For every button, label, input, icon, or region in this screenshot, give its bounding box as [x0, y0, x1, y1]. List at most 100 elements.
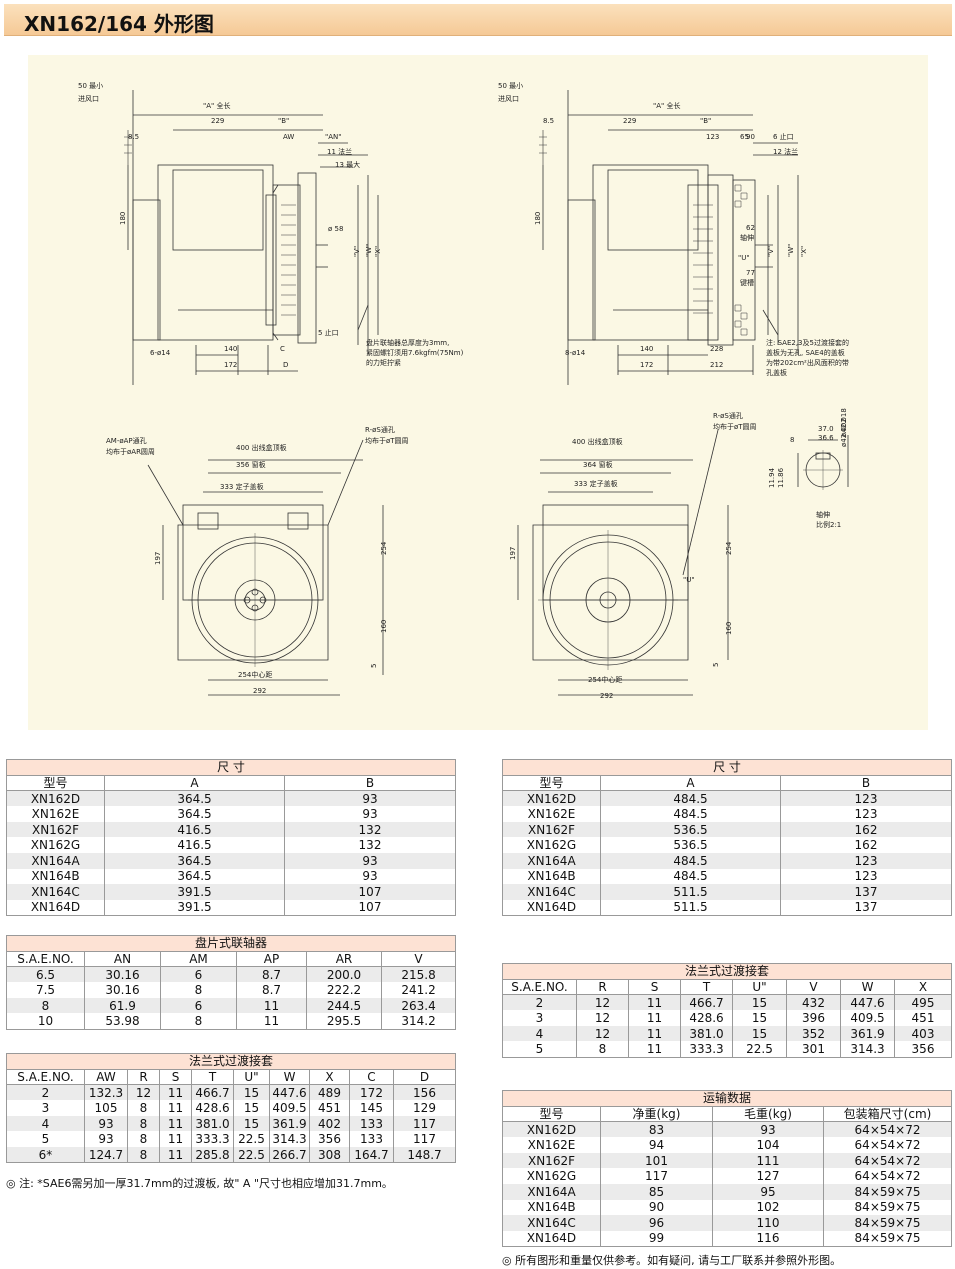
- disc-header-cell: AR: [306, 951, 382, 968]
- flange-right-cell: 2: [502, 994, 577, 1011]
- shipping-header-cell: 净重(kg): [600, 1106, 713, 1123]
- flange-left-cell: 11: [159, 1115, 192, 1132]
- front-left-label: AM-øAP通孔: [106, 436, 147, 445]
- left-view-label: AW: [283, 133, 294, 141]
- shipping-header-cell: 型号: [502, 1106, 601, 1123]
- front-left-label: 254: [380, 541, 388, 555]
- flange-right-header-cell: X: [893, 979, 953, 996]
- dims-left-cell: 364.5: [104, 806, 285, 822]
- flange-left-header-cell: S: [159, 1069, 192, 1086]
- dims-right-cell: 484.5: [600, 868, 781, 885]
- right-view-label: 8-ø14: [565, 349, 586, 357]
- front-right-label: R-øS通孔: [713, 411, 743, 420]
- shipping-cell: 127: [712, 1168, 824, 1185]
- flange-right-header-cell: R: [576, 979, 629, 996]
- front-left-label: 均布于øT圆周: [365, 436, 409, 445]
- dims-right-cell: 484.5: [600, 806, 781, 822]
- right-view-label: 229: [623, 117, 636, 125]
- dims-right-cell: 123: [780, 868, 952, 885]
- dims-left-header-cell: B: [284, 775, 456, 792]
- front-right-label: 400 出线盒顶板: [572, 437, 623, 446]
- right-view-label: 172: [640, 361, 653, 369]
- dims-left-cell: 107: [284, 884, 456, 900]
- flange-right-header-cell: S: [628, 979, 681, 996]
- flange-right-cell: 314.3: [840, 1041, 895, 1058]
- right-view-label: 77: [746, 269, 755, 277]
- disc-header-cell: S.A.E.NO.: [6, 951, 85, 968]
- flange-right-header-cell: S.A.E.NO.: [502, 979, 577, 996]
- disc-cell: 244.5: [306, 997, 382, 1014]
- flange-right-cell: 11: [628, 1025, 681, 1042]
- disc-cell: 263.4: [380, 997, 457, 1014]
- dims-right-header-cell: B: [780, 775, 952, 792]
- left-view-label: 13 最大: [335, 160, 360, 169]
- dims-left-header-cell: A: [104, 775, 285, 792]
- disc-cell: 11: [236, 997, 307, 1014]
- flange-left-cell: 11: [159, 1084, 192, 1101]
- flange-left-cell: 133: [349, 1115, 394, 1132]
- flange-right-header-cell: W: [840, 979, 895, 996]
- flange-left-cell: 314.3: [269, 1131, 310, 1148]
- dims-left-cell: XN164A: [6, 853, 105, 869]
- dims-right-cell: XN164A: [502, 853, 601, 869]
- shipping-cell: 101: [600, 1152, 713, 1169]
- flange-left-cell: 4: [6, 1115, 85, 1132]
- flange-left-cell: 8: [127, 1115, 160, 1132]
- front-right-label: 197: [509, 547, 517, 560]
- dims-right-cell: 536.5: [600, 821, 781, 838]
- shipping-cell: 102: [712, 1199, 824, 1216]
- flange-left-header-cell: T: [191, 1069, 234, 1086]
- shipping-cell: 64×54×72: [822, 1168, 953, 1185]
- flange-left-cell: 381.0: [191, 1115, 234, 1132]
- shipping-cell: 84×59×75: [822, 1215, 953, 1231]
- dims-left-cell: 93: [284, 806, 456, 822]
- shipping-cell: 64×54×72: [822, 1121, 953, 1138]
- shipping-cell: 90: [600, 1199, 713, 1216]
- dims-left-cell: 364.5: [104, 790, 285, 807]
- flange-left-cell: 266.7: [269, 1147, 310, 1164]
- flange-right-cell: 356: [893, 1041, 953, 1058]
- shipping-cell: 104: [712, 1137, 824, 1153]
- disc-cell: 10: [6, 1013, 85, 1030]
- front-right-label: 均布于øT圆周: [713, 422, 757, 431]
- right-view-label: "B": [700, 117, 711, 125]
- right-view-label: 62: [746, 224, 755, 232]
- flange-right-cell: 12: [576, 1010, 629, 1026]
- flange-left-cell: 156: [392, 1084, 457, 1101]
- flange-right-cell: 495: [893, 994, 953, 1011]
- shipping-cell: XN162E: [502, 1137, 601, 1153]
- right-view-label: "W": [787, 244, 795, 257]
- dims-right-cell: XN162D: [502, 790, 601, 807]
- front-right-label: 160: [725, 622, 733, 635]
- right-view-label: "A" 全长: [653, 101, 680, 110]
- dims-right-cell: 137: [780, 884, 952, 900]
- disc-cell: 7.5: [6, 982, 85, 998]
- front-view-right: [517, 429, 729, 696]
- right-view-label: "U": [738, 254, 750, 262]
- flange-right-cell: 12: [576, 1025, 629, 1042]
- left-view-label: 8.5: [128, 133, 139, 141]
- disc-cell: 6: [160, 966, 237, 983]
- shipping-header-cell: 毛重(kg): [712, 1106, 824, 1123]
- flange-left-cell: 15: [233, 1084, 270, 1101]
- front-left-label: 197: [154, 552, 162, 565]
- flange-left-cell: 132.3: [84, 1084, 128, 1101]
- right-view-label: 140: [640, 345, 653, 353]
- side-view-left: [124, 90, 379, 385]
- flange-left-cell: 409.5: [269, 1100, 310, 1116]
- flange-right-cell: 11: [628, 994, 681, 1011]
- dims-right-cell: 123: [780, 806, 952, 822]
- right-view-label: 90: [746, 133, 755, 141]
- shaft-detail-label: 37.0: [818, 425, 834, 433]
